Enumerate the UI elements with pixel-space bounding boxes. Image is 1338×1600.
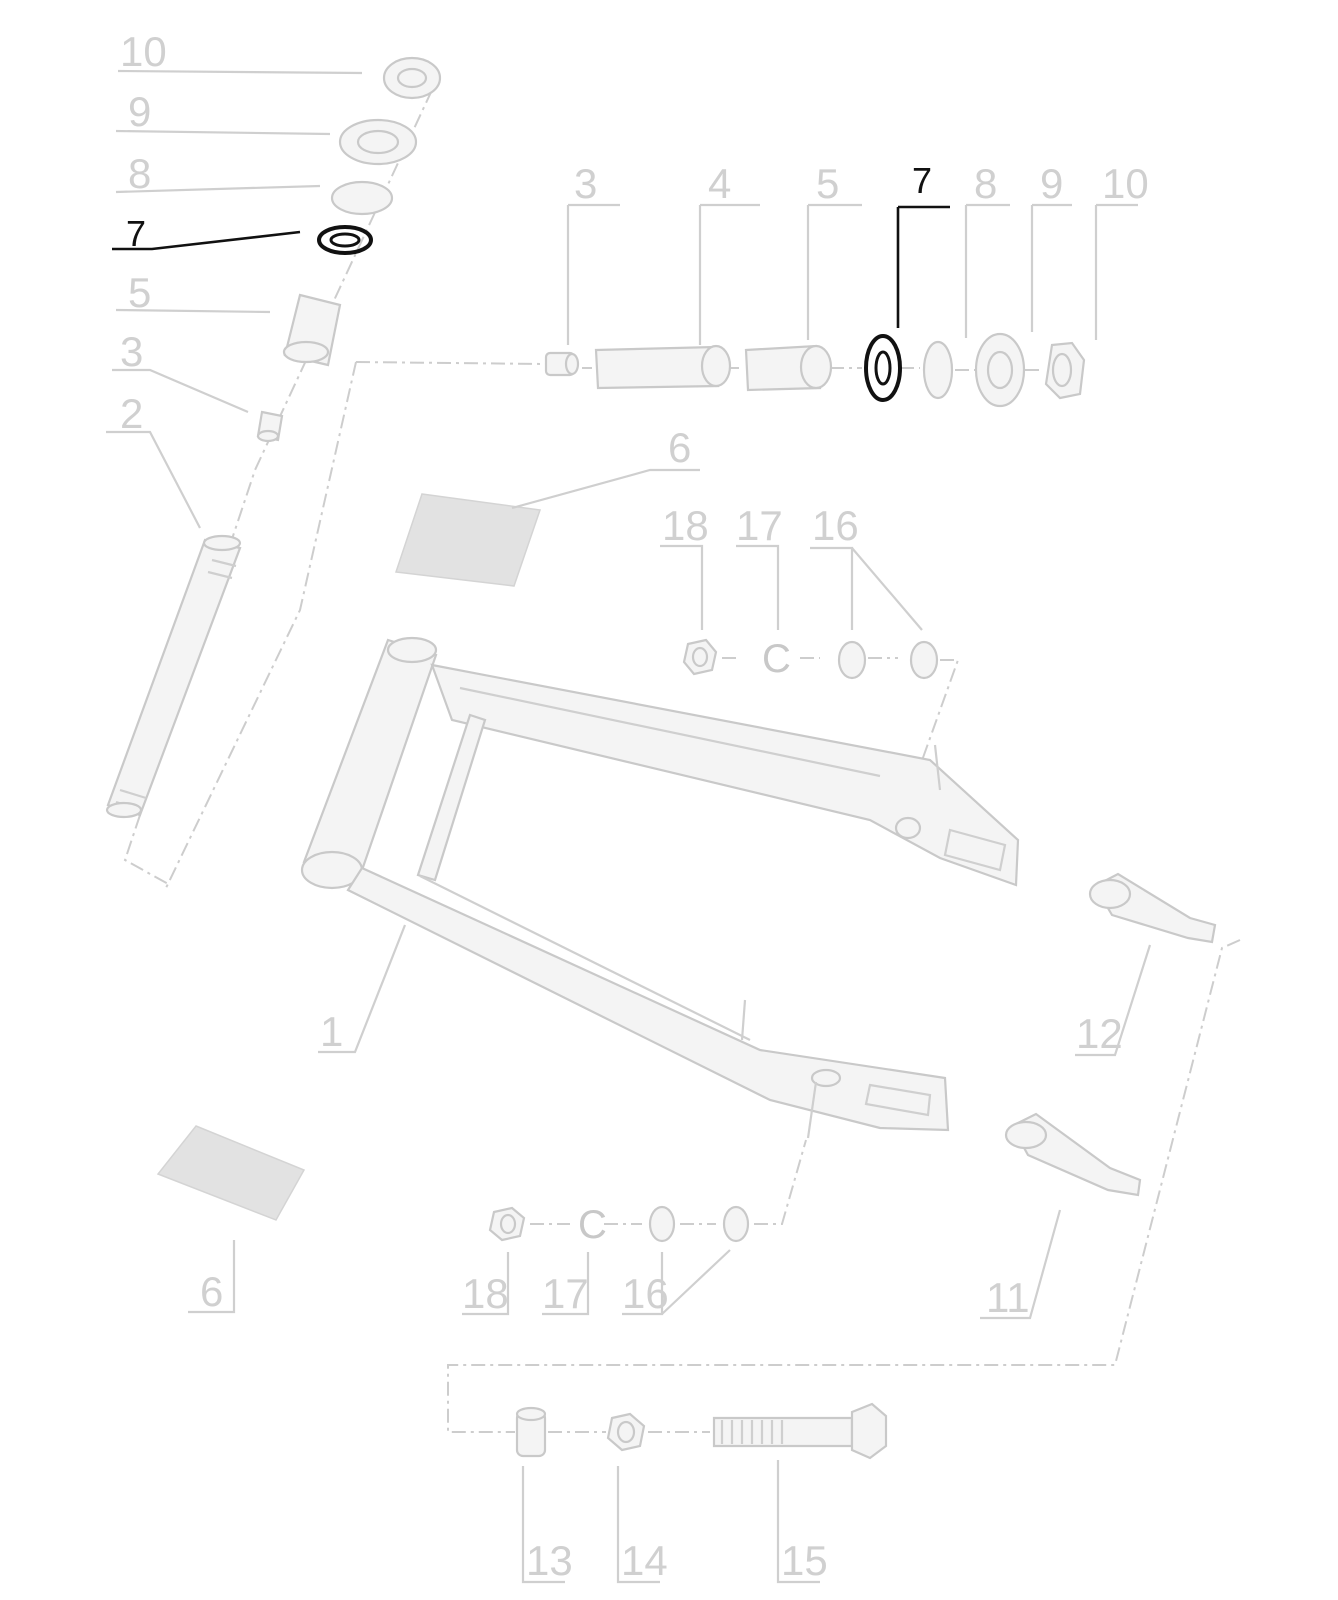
- label-u17: 17: [736, 502, 783, 549]
- top-part-10-nut: [1044, 341, 1086, 400]
- label-r8: 8: [974, 160, 997, 207]
- bottom-parts-row: 13 14 15: [515, 1402, 888, 1584]
- left-parts-stack: [105, 56, 442, 886]
- top-parts-row: [164, 332, 1086, 891]
- label-1: 1: [320, 1008, 343, 1055]
- label-14: 14: [621, 1537, 668, 1584]
- top-part-8-ring: [922, 340, 954, 400]
- part-14-nut: [606, 1412, 646, 1452]
- label-r5: 5: [816, 160, 839, 207]
- lower-part-17-circlip: C: [578, 1203, 607, 1247]
- left-stack-labels: 10 9 8 7 5 3 2: [106, 28, 363, 529]
- label-b17: 17: [542, 1270, 589, 1317]
- part-13-spacer: [515, 1406, 547, 1458]
- label-3-left: 3: [120, 328, 143, 375]
- label-u16: 16: [812, 502, 859, 549]
- part-3-sleeve: [256, 410, 284, 443]
- label-5-left: 5: [128, 269, 151, 316]
- label-7-top-highlighted: 7: [126, 213, 146, 254]
- top-part-7-seal-highlighted: [864, 334, 902, 402]
- label-2-left: 2: [120, 390, 143, 437]
- label-r10: 10: [1102, 160, 1149, 207]
- label-15: 15: [781, 1537, 828, 1584]
- label-9-top: 9: [128, 88, 151, 135]
- upper-part-16-washer-b: [909, 640, 939, 680]
- label-b18: 18: [462, 1270, 509, 1317]
- part-10-nut: [382, 56, 442, 100]
- label-r9: 9: [1040, 160, 1063, 207]
- top-part-5-bush: [744, 344, 833, 392]
- lower-part-18-nut: [488, 1206, 526, 1242]
- part-9-cup-washer: [338, 118, 418, 166]
- label-12: 12: [1076, 1010, 1123, 1057]
- part-6-pad-bottom: 6: [156, 1125, 306, 1315]
- label-r7-highlighted: 7: [912, 160, 932, 201]
- part-15-bolt: [712, 1402, 888, 1460]
- upper-part-17-circlip: C: [762, 637, 791, 681]
- label-6-top: 6: [668, 424, 691, 471]
- chain-line-right: [447, 939, 1241, 1433]
- label-10-top: 10: [120, 28, 167, 75]
- top-part-3-sleeve: [544, 351, 580, 377]
- label-r4: 4: [708, 160, 731, 207]
- label-13: 13: [526, 1537, 573, 1584]
- part-12-chain-adjuster: 12: [1075, 872, 1217, 1057]
- part-7-seal-highlighted: [317, 225, 373, 255]
- upper-part-16-washer-a: [837, 640, 867, 680]
- part-5-bush: [282, 293, 342, 367]
- top-part-9-cup-washer: [974, 332, 1026, 408]
- label-8-top: 8: [128, 150, 151, 197]
- upper-adjuster-parts: C 18 17 16: [660, 502, 960, 781]
- top-row-labels: 3 4 5 7 8 9 10: [566, 160, 1149, 345]
- label-r3: 3: [574, 160, 597, 207]
- part-6-pad-top: 6: [394, 424, 700, 587]
- label-u18: 18: [662, 502, 709, 549]
- label-6-bottom: 6: [200, 1268, 223, 1315]
- top-part-4-tube: [594, 344, 732, 390]
- part-11-chain-adjuster: 11: [980, 1112, 1142, 1321]
- part-1-swing-arm: 1: [300, 636, 1020, 1139]
- lower-adjuster-parts: C 18 17 16: [462, 1139, 807, 1317]
- label-11: 11: [986, 1274, 1030, 1321]
- lower-part-16-washer-b: [722, 1205, 750, 1243]
- label-b16: 16: [622, 1270, 669, 1317]
- part-8-ring: [330, 180, 394, 216]
- part-2-spindle: [105, 534, 242, 819]
- lower-part-16-washer-a: [648, 1205, 676, 1243]
- upper-part-18-nut: [682, 638, 718, 676]
